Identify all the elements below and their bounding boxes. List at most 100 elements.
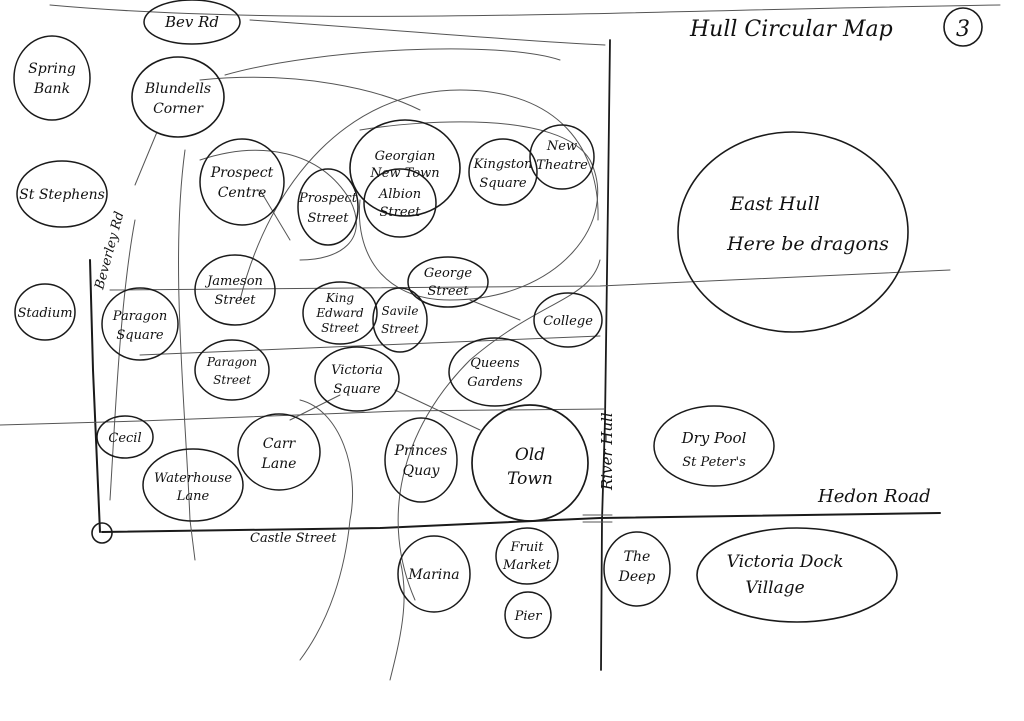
- place-label: Lane: [261, 456, 297, 472]
- place-label: Pier: [514, 609, 543, 624]
- place-label: Bank: [33, 81, 70, 97]
- place-label: New: [546, 139, 577, 154]
- place-new-theatre: New Theatre: [529, 124, 595, 190]
- place-georgian-new-town: Georgian New Town: [349, 119, 461, 217]
- place-label: St Stephens: [19, 187, 105, 203]
- roundabout-marker: [91, 522, 113, 544]
- place-label: Town: [507, 469, 553, 489]
- place-marina: Marina: [397, 535, 471, 613]
- beverley-road-line: [89, 259, 101, 533]
- place-label: Carr: [263, 436, 297, 452]
- place-king-edward-street: King Edward Street: [302, 281, 378, 345]
- page-number-badge: 3: [943, 7, 983, 47]
- place-the-deep: The Deep: [603, 531, 671, 607]
- place-label: Fruit: [510, 540, 545, 555]
- place-spring-bank: Spring Bank: [13, 35, 91, 121]
- place-label: Street: [428, 284, 470, 299]
- place-label: Kingston: [473, 157, 533, 172]
- place-label: Victoria: [331, 363, 383, 378]
- place-bev-rd-label: Bev Rd: [164, 13, 219, 31]
- castle-street-label: Castle Street: [250, 531, 337, 546]
- place-label: Savile: [382, 304, 419, 318]
- place-label: Dry Pool: [681, 429, 747, 447]
- place-label: Paragon: [206, 355, 257, 369]
- place-label: George: [424, 266, 472, 281]
- place-waterhouse-lane: Waterhouse Lane: [142, 448, 244, 522]
- place-label: The: [624, 549, 651, 565]
- place-label: Cecil: [108, 431, 141, 446]
- place-victoria-square: Victoria Square: [314, 346, 400, 412]
- place-prospect-centre: Prospect Centre: [199, 138, 285, 226]
- place-jameson-street: Jameson Street: [194, 254, 276, 326]
- place-label: Street: [215, 293, 257, 308]
- hedon-road-label: Hedon Road: [817, 486, 931, 507]
- place-label: Jameson: [204, 274, 263, 289]
- place-label: Theatre: [536, 158, 588, 173]
- place-fruit-market: Fruit Market: [495, 527, 559, 585]
- place-kingston-square: Kingston Square: [468, 138, 538, 206]
- place-bev-rd: Bev Rd: [143, 0, 241, 45]
- map-title: Hull Circular Map: [689, 17, 893, 42]
- place-label: Princes: [394, 443, 448, 459]
- place-east-hull: East Hull Here be dragons: [677, 131, 909, 333]
- place-queens-gardens: Queens Gardens: [448, 337, 542, 407]
- place-label: Square: [116, 328, 164, 343]
- place-albion-street: Albion Street: [363, 168, 437, 238]
- place-label: Quay: [403, 463, 441, 479]
- place-carr-lane: Carr Lane: [237, 413, 321, 491]
- place-label: Square: [333, 382, 381, 397]
- place-pier: Pier: [504, 591, 552, 639]
- place-st-stephens: St Stephens: [16, 160, 108, 228]
- place-label: Marina: [407, 567, 459, 583]
- place-label: Square: [479, 176, 527, 191]
- place-savile-street: Savile Street: [372, 287, 428, 353]
- place-label: Village: [745, 578, 804, 598]
- place-label: Centre: [218, 185, 267, 201]
- place-label: Georgian: [375, 149, 436, 164]
- place-drypool-st-peters: Dry Pool St Peter's: [653, 405, 775, 487]
- place-label: Street: [213, 373, 251, 387]
- east-hull-title: East Hull: [729, 193, 820, 215]
- place-label: Spring: [28, 61, 76, 77]
- place-prospect-street: Prospect Street: [297, 168, 359, 246]
- place-label: Street: [381, 322, 419, 336]
- place-label: Blundells: [144, 81, 211, 97]
- place-label: College: [543, 314, 593, 329]
- place-label: Edward: [315, 306, 364, 320]
- place-stadium: Stadium: [14, 283, 76, 341]
- east-hull-subtitle: Here be dragons: [726, 233, 889, 255]
- page-number: 3: [956, 17, 970, 42]
- place-label: Deep: [618, 569, 656, 585]
- place-label: Gardens: [467, 375, 523, 390]
- place-princes-quay: Princes Quay: [384, 417, 458, 503]
- place-label: Prospect: [298, 191, 358, 206]
- place-label: Queens: [470, 356, 520, 371]
- place-label: Market: [502, 558, 552, 573]
- place-label: Stadium: [17, 306, 72, 321]
- place-label: Corner: [153, 101, 204, 117]
- beverley-road-label: Beverley Rd: [92, 210, 127, 292]
- place-label: Paragon: [112, 309, 167, 324]
- place-label: New Town: [369, 166, 439, 181]
- place-old-town: Old Town: [471, 404, 589, 522]
- place-george-street: George Street: [407, 256, 489, 308]
- place-label: Waterhouse: [154, 471, 232, 486]
- castle-street-road: [101, 512, 941, 533]
- river-hull-label: River Hull: [598, 412, 616, 491]
- place-label: Old: [515, 445, 545, 465]
- place-label: Street: [321, 321, 359, 335]
- place-victoria-dock-village: Victoria Dock Village: [696, 527, 898, 623]
- river-hull-line: [600, 39, 611, 671]
- place-label: Prospect: [210, 165, 274, 181]
- place-label: Street: [380, 205, 422, 220]
- place-label: King: [325, 291, 355, 305]
- place-label: Albion: [378, 187, 421, 202]
- place-label: Lane: [176, 489, 210, 504]
- place-label: Street: [308, 211, 350, 226]
- place-blundells-corner: Blundells Corner: [131, 56, 225, 138]
- place-label: St Peter's: [682, 455, 746, 470]
- place-label: Victoria Dock: [727, 552, 844, 572]
- place-college: College: [533, 292, 603, 348]
- place-paragon-street: Paragon Street: [194, 339, 270, 401]
